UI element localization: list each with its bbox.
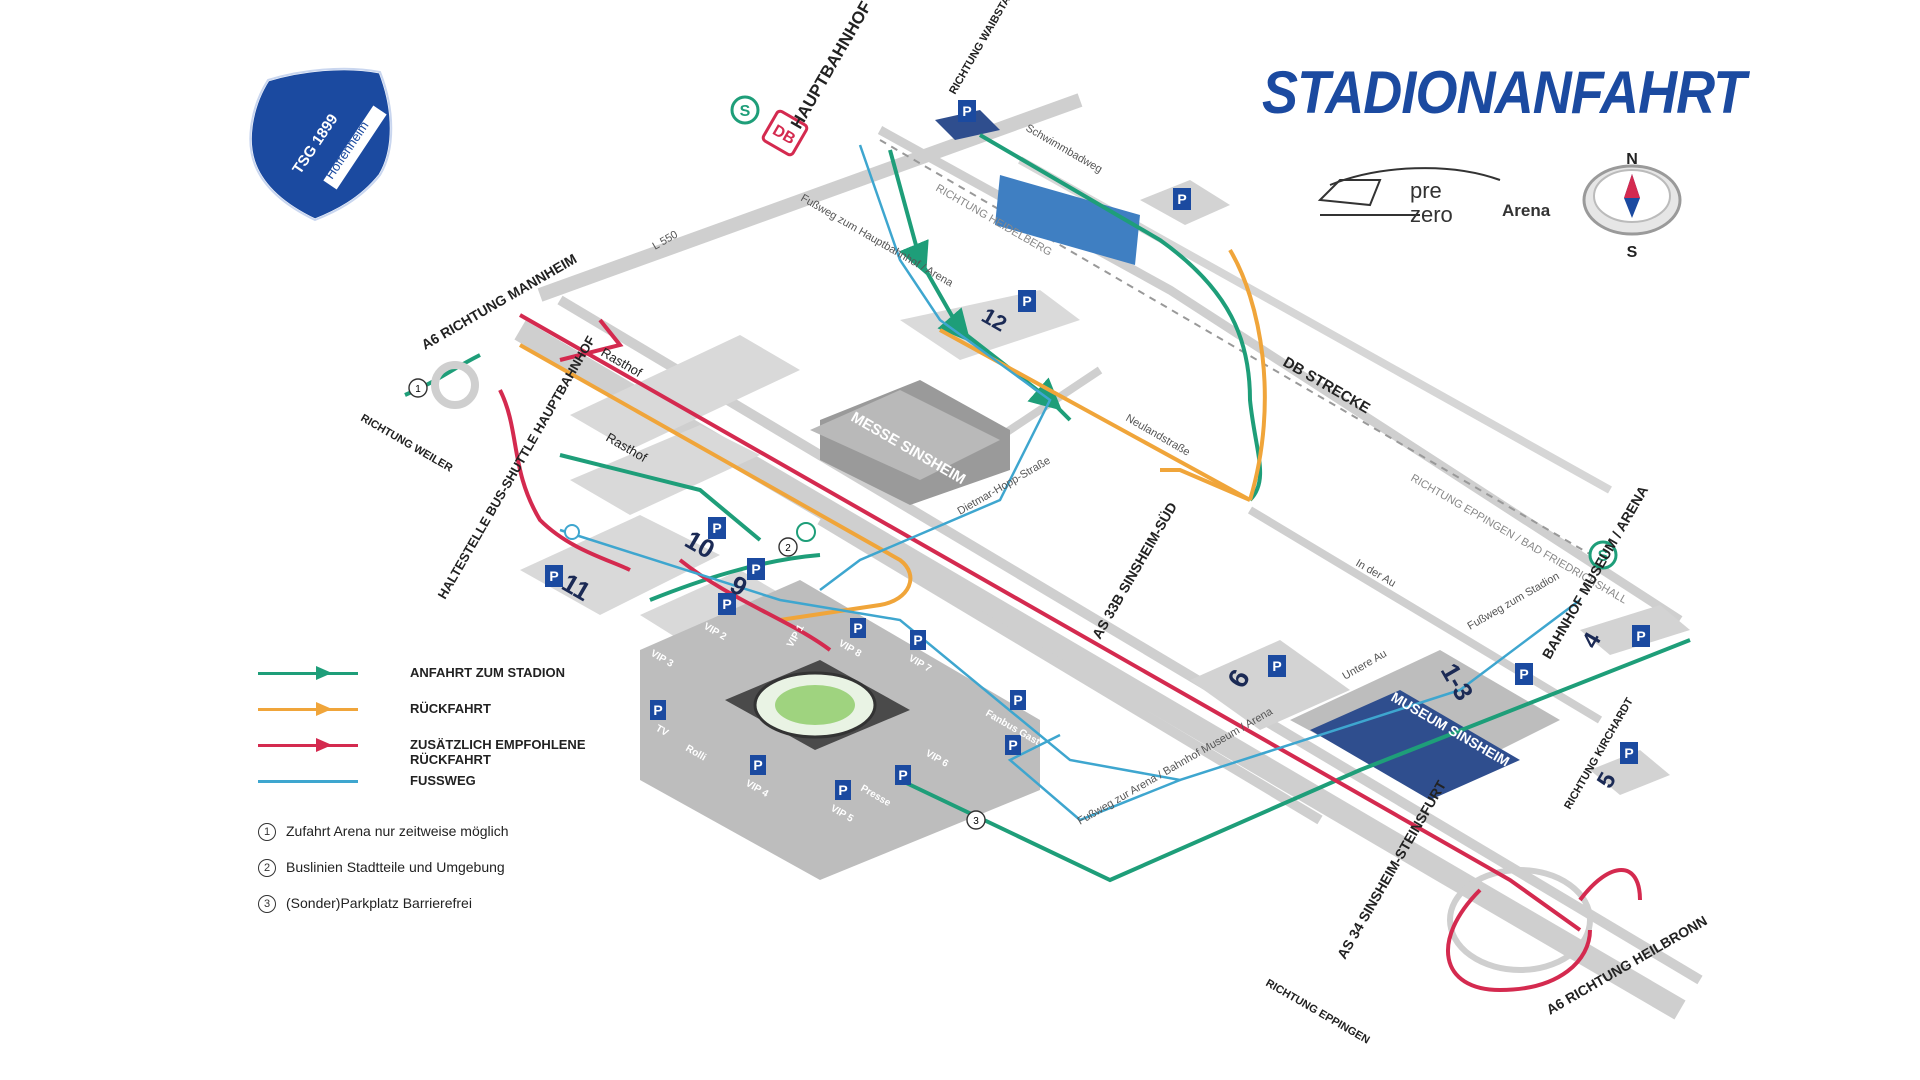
label-as33b: AS 33B SINSHEIM-SÜD	[1089, 499, 1180, 641]
legend-item-arrival: ANFAHRT ZUM STADION	[258, 660, 618, 688]
sponsor-logo: pre zero Arena	[1317, 167, 1551, 227]
parking-icon: P	[1177, 191, 1186, 207]
parking-icon: P	[751, 561, 760, 577]
club-logo: TSG 1899 Hoffenheim	[248, 67, 393, 222]
parking-icon: P	[753, 757, 762, 773]
note-marker-2: 2	[785, 543, 791, 554]
parking-icon: P	[1519, 666, 1528, 682]
sponsor-arena: Arena	[1502, 201, 1551, 220]
legend-label: RÜCKFAHRT	[410, 701, 491, 716]
parking-icon: P	[1013, 692, 1022, 708]
compass-north: N	[1626, 151, 1638, 168]
parking-icon: P	[913, 632, 922, 648]
legend-item-return: RÜCKFAHRT	[258, 696, 618, 724]
parking-icon: P	[898, 767, 907, 783]
sponsor-pre: pre	[1410, 178, 1442, 203]
legend-line	[258, 780, 358, 783]
legend-label: ZUSÄTZLICH EMPFOHLENE RÜCKFAHRT	[410, 737, 586, 767]
parking-icon: P	[1022, 293, 1031, 309]
station-markers: S DB S 2 1 3	[408, 95, 1618, 830]
arrow-icon	[316, 702, 332, 716]
parking-icon: P	[1008, 737, 1017, 753]
s-bahn-icon: S	[740, 103, 751, 120]
label-eppingen: RICHTUNG EPPINGEN	[1264, 977, 1372, 1046]
label-weiler: RICHTUNG WEILER	[359, 412, 455, 474]
label-fussweg-hbf: Fußweg zum Hauptbahnhof / Arena	[799, 192, 956, 290]
parking-icon: P	[1624, 745, 1633, 761]
note-text: Buslinien Stadtteile und Umgebung	[286, 859, 505, 875]
parking-icons: P P P P P P P P P P P P P P P P P P P	[545, 100, 1650, 800]
area-blocks	[520, 110, 1690, 880]
parking-icon: P	[853, 620, 862, 636]
s-bahn-icon-museum: S	[1598, 548, 1609, 565]
legend: ANFAHRT ZUM STADION RÜCKFAHRT ZUSÄTZLICH…	[258, 660, 618, 804]
route-extra-return	[498, 313, 1642, 993]
note-number: 1	[258, 823, 276, 841]
roundabout-west	[431, 361, 479, 409]
arrow-icon	[316, 666, 332, 680]
sponsor-zero: zero	[1410, 202, 1453, 227]
label-db-strecke: DB STRECKE	[1280, 354, 1373, 417]
legend-line	[258, 708, 358, 711]
label-a6-heilbronn: A6 RICHTUNG HEILBRONN	[1544, 912, 1710, 1017]
note-marker-3: 3	[973, 816, 979, 827]
parking-icon: P	[962, 103, 971, 119]
parking-icon: P	[549, 568, 558, 584]
rail-line	[879, 139, 1601, 561]
route-footpath	[559, 144, 1581, 822]
note-text: Zufahrt Arena nur zeitweise möglich	[286, 823, 509, 839]
parking-icon: P	[722, 596, 731, 612]
legend-item-extra-return: ZUSÄTZLICH EMPFOHLENE RÜCKFAHRT	[258, 732, 618, 767]
legend-line	[258, 744, 358, 747]
note-number: 2	[258, 859, 276, 877]
compass-south: S	[1627, 244, 1638, 261]
parking-icon: P	[838, 782, 847, 798]
legend-line	[258, 672, 358, 675]
label-hbf: HAUPTBAHNHOF SINSHEIM	[787, 0, 919, 132]
legend-item-footpath: FUSSWEG	[258, 768, 618, 796]
compass: N S	[1582, 151, 1682, 261]
note-number: 3	[258, 895, 276, 913]
legend-label: ANFAHRT ZUM STADION	[410, 665, 566, 680]
parking-icon: P	[653, 702, 662, 718]
parking-icon: P	[1272, 658, 1281, 674]
legend-label: FUSSWEG	[410, 773, 476, 788]
label-waibstadt: RICHTUNG WAIBSTADT	[947, 0, 1020, 96]
arrow-icon	[316, 738, 332, 752]
note-text: (Sonder)Parkplatz Barrierefrei	[286, 895, 472, 911]
note-marker-1: 1	[415, 384, 421, 395]
parking-icon: P	[1636, 628, 1645, 644]
page-title: STADIONANFAHRT	[1262, 59, 1746, 126]
parking-icon: P	[712, 520, 721, 536]
